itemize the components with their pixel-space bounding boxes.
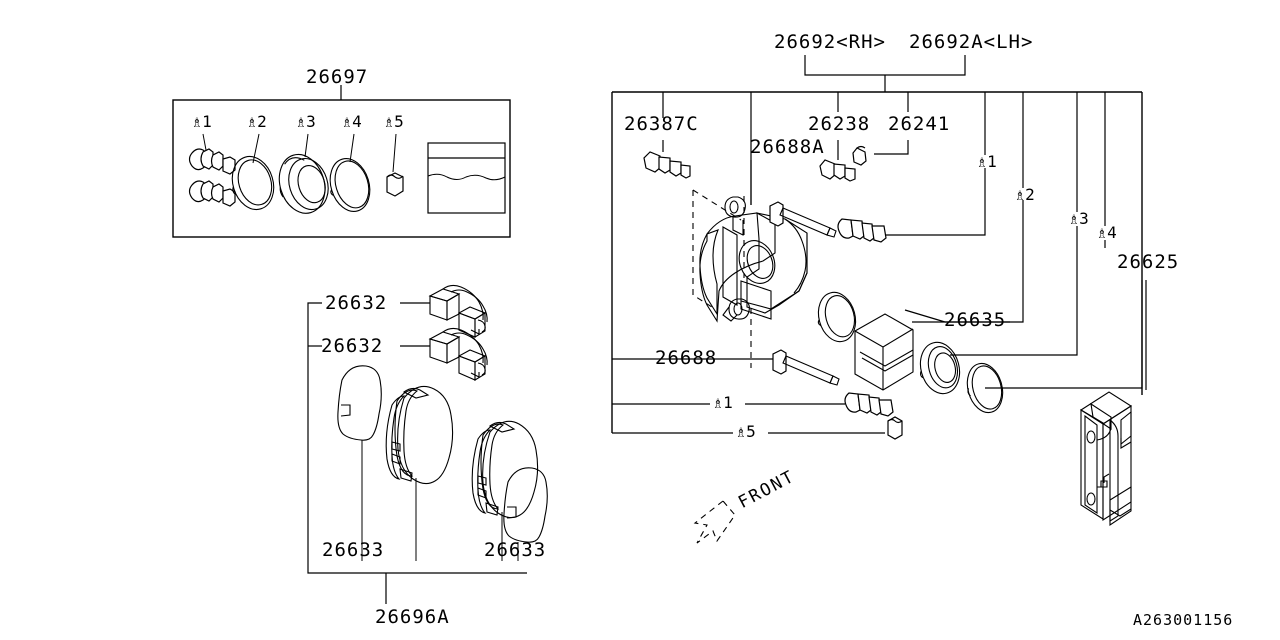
label-bottom-a1: ♗1 bbox=[713, 393, 734, 412]
label-drawing-number: A263001156 bbox=[1133, 611, 1234, 629]
leader-26635-point bbox=[904, 309, 946, 323]
part-mounting-bracket-26625 bbox=[1079, 391, 1133, 527]
part-piston-seal bbox=[231, 155, 275, 211]
part-grease-container bbox=[427, 142, 506, 214]
part-caliper-body bbox=[692, 189, 808, 368]
guide-dash-left bbox=[692, 190, 716, 310]
title-bracket bbox=[804, 55, 966, 76]
label-26238: 26238 bbox=[808, 113, 871, 135]
label-26632-lower: 26632 bbox=[321, 335, 384, 357]
label-26696a: 26696A bbox=[375, 606, 450, 628]
label-26692a-lh: 26692A<LH> bbox=[909, 31, 1034, 53]
leader-26241 bbox=[874, 140, 909, 155]
part-bleeder-boot-upper bbox=[188, 148, 236, 175]
label-26635: 26635 bbox=[944, 309, 1007, 331]
part-shim-clip-lower bbox=[428, 327, 488, 381]
part-bolt-26387c bbox=[643, 151, 691, 179]
label-right-a3: ♗3 bbox=[1069, 209, 1090, 228]
part-guide-pin-upper bbox=[769, 201, 837, 238]
part-brake-pad-1 bbox=[385, 385, 454, 561]
label-26692-rh: 26692<RH> bbox=[774, 31, 886, 53]
leader-a3-right bbox=[950, 226, 1078, 356]
label-seal-kit-a2: ♗2 bbox=[247, 112, 268, 131]
label-26241: 26241 bbox=[888, 113, 951, 135]
label-right-a4: ♗4 bbox=[1097, 223, 1118, 242]
part-shim-plate-left bbox=[337, 365, 382, 561]
pad-kit-bracket bbox=[307, 302, 527, 574]
guide-dash-diag bbox=[692, 189, 742, 221]
pad-kit-group bbox=[307, 284, 548, 604]
part-inner-seal bbox=[919, 341, 961, 395]
leader-a3 bbox=[304, 133, 309, 158]
leader-a2-right bbox=[912, 200, 1024, 323]
part-bleeder-cap-lower bbox=[887, 416, 903, 440]
part-piston-seal-right bbox=[817, 291, 857, 343]
part-shim-clip-upper bbox=[428, 284, 488, 338]
label-26632-upper: 26632 bbox=[325, 292, 388, 314]
part-pin-boot-upper bbox=[837, 218, 887, 243]
leader-a1-right bbox=[873, 168, 986, 236]
label-26688a: 26688A bbox=[750, 136, 825, 158]
label-26697: 26697 bbox=[306, 66, 369, 88]
part-bush-26241 bbox=[852, 145, 867, 166]
label-seal-kit-a4: ♗4 bbox=[342, 112, 363, 131]
label-26387c: 26387C bbox=[624, 113, 699, 135]
label-right-a2: ♗2 bbox=[1015, 185, 1036, 204]
part-piston-26635 bbox=[854, 313, 914, 391]
leader-a4-right bbox=[985, 280, 1143, 389]
label-seal-kit-a3: ♗3 bbox=[296, 112, 317, 131]
front-direction-arrow bbox=[693, 500, 736, 544]
part-guide-pin-lower bbox=[772, 349, 840, 386]
leader-a4 bbox=[349, 133, 355, 163]
label-seal-kit-a1: ♗1 bbox=[192, 112, 213, 131]
seal-kit-group bbox=[172, 85, 511, 238]
label-bottom-a5: ♗5 bbox=[736, 422, 757, 441]
caliper-ear-upper bbox=[724, 196, 746, 236]
label-right-a1: ♗1 bbox=[977, 152, 998, 171]
part-bolt-26238 bbox=[819, 159, 856, 182]
label-26625: 26625 bbox=[1117, 251, 1180, 273]
part-bleeder-boot-lower bbox=[188, 180, 236, 207]
part-shim-plate-right bbox=[503, 467, 548, 561]
part-pin-boot-lower bbox=[844, 392, 894, 417]
label-seal-kit-a5: ♗5 bbox=[384, 112, 405, 131]
part-brake-pad-2 bbox=[471, 420, 539, 561]
part-bleeder-cap bbox=[386, 172, 404, 197]
part-retaining-ring bbox=[329, 158, 371, 212]
leader-a5 bbox=[392, 133, 397, 173]
label-26633-right: 26633 bbox=[484, 539, 547, 561]
caliper-ear-lower bbox=[722, 298, 750, 322]
label-26633-left: 26633 bbox=[322, 539, 385, 561]
part-retaining-ring-right bbox=[966, 362, 1004, 414]
part-piston-boot bbox=[278, 153, 329, 214]
label-26688: 26688 bbox=[655, 347, 718, 369]
leader-a1 bbox=[202, 133, 207, 151]
leader-a2 bbox=[252, 133, 260, 164]
caliper-assembly-group bbox=[611, 55, 1147, 544]
